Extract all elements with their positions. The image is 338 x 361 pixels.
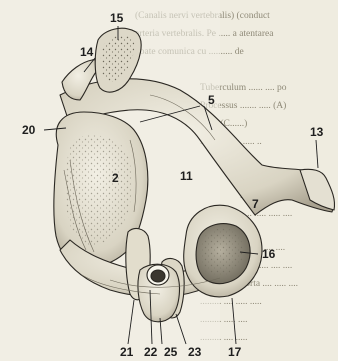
label-17: 17 <box>228 345 242 359</box>
label-11: 11 <box>180 169 193 183</box>
label-2: 2 <box>112 171 119 185</box>
label-16: 16 <box>262 247 276 261</box>
label-5: 5 <box>208 93 215 107</box>
label-20: 20 <box>22 123 36 137</box>
label-23: 23 <box>188 345 202 359</box>
label-25: 25 <box>164 345 178 359</box>
foramen-shadow <box>151 270 165 282</box>
label-7: 7 <box>252 197 259 211</box>
label-22: 22 <box>144 345 158 359</box>
label-14: 14 <box>80 45 94 59</box>
label-15: 15 <box>110 11 124 25</box>
label-13: 13 <box>310 125 324 139</box>
label-21: 21 <box>120 345 134 359</box>
